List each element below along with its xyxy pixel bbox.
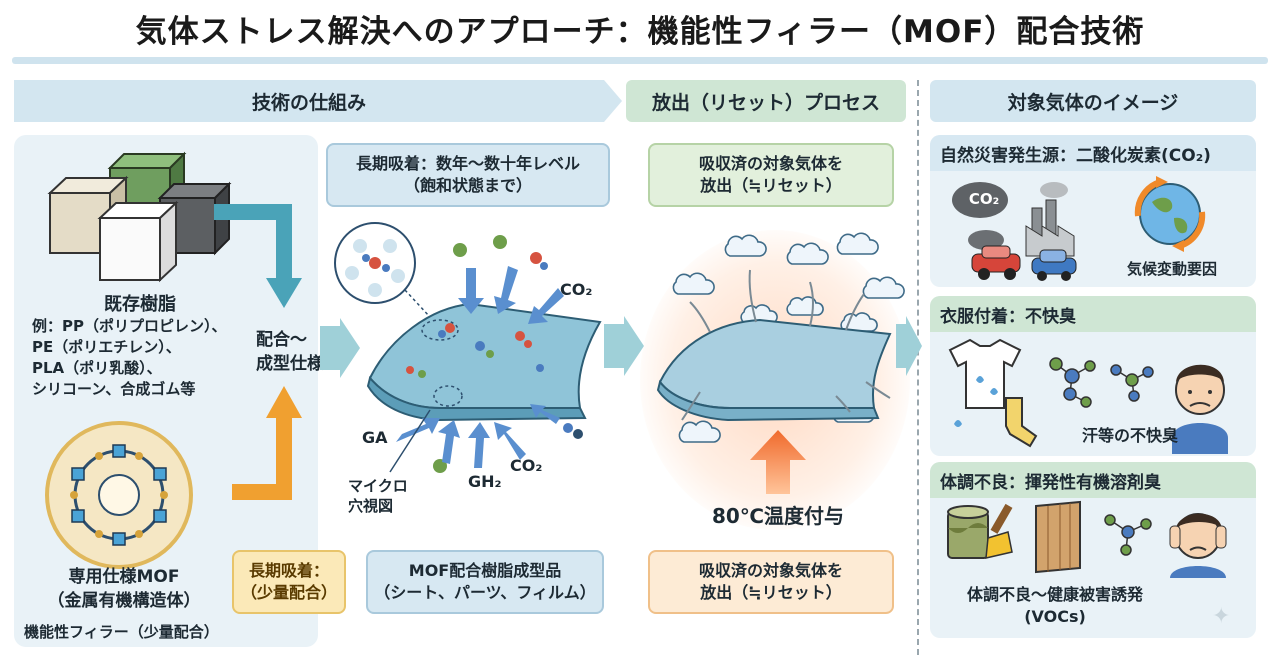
voc-molecule-icon [1104,514,1152,556]
mof-sheet-released [656,318,892,422]
headache-person-icon [1169,513,1227,578]
release-caption-line: 放出（≒リセット） [700,176,842,195]
paint-brush-icon [985,503,1013,559]
mof-sheet-releasing-illustration [656,232,905,443]
blend-to-product-arrow [320,318,360,378]
target-panel-voc-title: 体調不良：揮発性有機溶剤臭 [930,462,1256,498]
mof-sheet-absorbing-illustration [334,222,602,473]
factory-icon [1025,182,1075,257]
absorb-caption: 長期吸着：数年〜数十年レベル （飽和状態まで） [326,143,610,207]
resin-example-line: PE（ポリエチレン）、 [32,338,181,356]
long-term-badge-line: （少量配合） [240,583,337,602]
release-caption-bottom: 吸収済の対象気体を 放出（≒リセット） [648,550,894,614]
odor-molecule-icon [1049,357,1096,408]
mof-structure-illustration [45,421,193,569]
section-divider [917,80,919,655]
resin-title: 既存樹脂 [104,294,176,315]
product-caption: MOF配合樹脂成型品 （シート、パーツ、フィルム） [366,550,604,614]
blend-label-line: 成型仕様 [256,354,324,374]
mof-framework [70,444,168,546]
resin-cubes-illustration [47,151,232,283]
sweat-odor-caption: 汗等の不快臭 [1081,426,1178,445]
long-term-badge: 長期吸着： （少量配合） [232,550,346,614]
absorb-to-release-arrow [604,316,644,376]
blend-label-line: 配合〜 [256,330,307,350]
header-mechanism-arrow-tip [604,80,622,122]
gas-label-co2-bottom: CO₂ [510,456,543,475]
absorbed-molecules [406,323,544,378]
product-caption-line: MOF配合樹脂成型品 [408,561,562,581]
co2-cloud-icon [952,182,1008,218]
mof-sheet [366,302,602,422]
incoming-gas-molecules [433,235,583,473]
voc-caption-line: (VOCs) [1024,607,1086,626]
absorb-caption-line: （飽和状態まで） [403,176,532,195]
incoming-gas-arrows [396,266,564,468]
resin-examples: 例：PP（ポリプロピレン）、 PE（ポリエチレン）、 PLA（ポリ乳酸）、 シリ… [32,316,282,400]
odor-molecule-icon [1110,364,1154,402]
sock-icon [1005,397,1038,448]
release-arrows [681,269,891,421]
micro-view-label-line: 穴視図 [348,497,394,515]
release-to-target-arrow [896,316,922,376]
release-caption-line: 吸収済の対象気体を [698,561,843,581]
absorb-caption-line: 長期吸着：数年〜数十年レベル [355,154,580,174]
long-term-badge-line: 長期吸着： [248,561,329,581]
smoke-icon [968,230,1004,250]
blue-car-icon [1031,249,1077,281]
micro-view-label-line: マイクロ [348,477,408,495]
wood-planks-icon [1035,500,1081,574]
heat-up-arrow [750,430,806,494]
title-underline [12,57,1268,64]
mof-title: 専用仕様MOF [68,567,180,587]
target-panel-co2-title: 自然災害発生源：二酸化炭素(CO₂) [930,135,1256,171]
sparkle-icon: ✦ [1212,604,1231,629]
red-car-icon [971,245,1021,280]
resin-to-blend-arrow [214,204,302,308]
climate-change-caption: 気候変動要因 [1126,260,1217,278]
micro-view-label: マイクロ 穴視図 [348,476,408,516]
voc-illustration [947,500,1227,578]
release-caption-top: 吸収済の対象気体を 放出（≒リセット） [648,143,894,207]
unhappy-person-icon [1172,364,1228,454]
product-caption-line: （シート、パーツ、フィルム） [374,583,596,602]
heat-label: 80℃温度付与 [711,504,845,528]
header-release: 放出（リセット）プロセス [626,80,906,122]
mof-to-blend-arrow [232,386,302,500]
release-caption-line: 吸収済の対象気体を [698,154,843,174]
resin-example-line: PLA（ポリ乳酸）、 [32,359,162,377]
resin-example-line: 例：PP（ポリプロピレン）、 [32,317,227,335]
header-mechanism: 技術の仕組み [14,80,604,122]
gas-label-co2-top: CO₂ [560,280,593,299]
voc-caption: 体調不良〜健康被害誘発 (VOCs) [940,584,1170,628]
voc-caption-line: 体調不良〜健康被害誘発 [966,585,1143,604]
target-panel-odor-title: 衣服付着：不快臭 [930,296,1256,332]
tshirt-icon [948,338,1022,427]
micro-view-circle [334,222,416,304]
resin-cube-white [97,200,179,283]
filler-label: 機能性フィラー（少量配合） [24,623,219,641]
header-target: 対象気体のイメージ [930,80,1256,122]
gas-label-gh2: GH₂ [468,472,502,491]
co2-source-illustration [952,182,1077,281]
page-title: 気体ストレス解決へのアプローチ：機能性フィラー（MOF）配合技術 [135,14,1145,50]
resin-example-line: シリコーン、合成ゴム等 [32,380,196,398]
gas-label-ga: GA [362,428,388,447]
release-caption-line: 放出（≒リセット） [700,583,842,602]
blend-label: 配合〜 成型仕様 [256,328,366,376]
clothing-odor-illustration [948,338,1228,454]
mof-subtitle: （金属有機構造体） [47,591,201,611]
co2-bubble-label: CO₂ [968,190,1000,208]
globe-climate-icon [1134,176,1206,252]
paint-can-icon [947,505,989,559]
